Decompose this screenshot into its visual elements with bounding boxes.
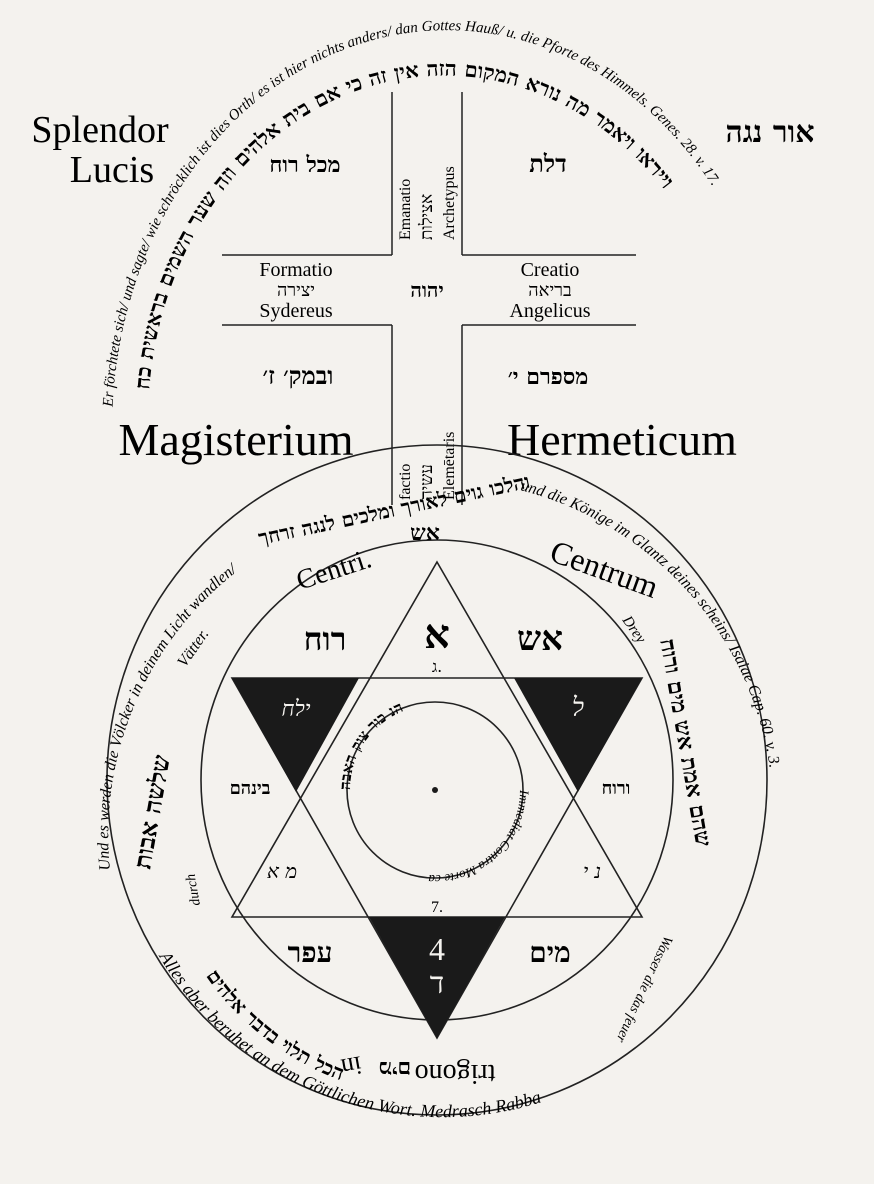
hebrew-right-ring: שהם אמת אש מים ורוח — [654, 637, 716, 849]
shelosha-avot: שלשה אבות — [127, 753, 176, 871]
hex-esh: אש — [517, 619, 563, 659]
factio-text: factio — [397, 464, 414, 500]
ring-german-left: Und es werden die Völcker in deinem Lich… — [95, 560, 241, 871]
atzilut-text: אצילות — [417, 194, 436, 240]
asiyah-text: עשיה — [417, 464, 436, 500]
quadrant-bottom-right: מספרם י׳ — [508, 364, 589, 390]
ring-hebrew-left: והלכו גוים לאורך ומלכים לנגה זרחך — [256, 469, 532, 550]
dark-bottom-dalet: ד — [430, 966, 444, 1001]
yetzirah-text: יצירה — [277, 280, 315, 300]
center-dot — [432, 787, 438, 793]
drey-label: Drey — [618, 612, 649, 646]
tetragrammaton-center: יהוה — [410, 278, 443, 302]
formatio-block: Formatio יצירה Sydereus — [259, 259, 333, 322]
lucis-text: Lucis — [70, 149, 154, 191]
hex-afar: עפר — [288, 936, 333, 969]
emanatio-text: Emanatio — [397, 179, 414, 240]
cross-bottom-text: factio עשיה Elemētaris — [397, 432, 458, 500]
splendor-lucis-label: Splendor Lucis — [31, 109, 169, 191]
quadrant-top-right: דלת — [529, 149, 566, 178]
hex-mayim: מים — [529, 936, 570, 969]
dark-bottom-four: 4 — [429, 931, 445, 967]
center-circle — [346, 701, 524, 879]
dark-triangle-left — [232, 678, 359, 792]
hex-beinehem: בינהם — [230, 778, 271, 799]
ring-german-left-path: Und es werden die Völcker in deinem Lich… — [95, 560, 241, 871]
beriah-text: בריאה — [528, 280, 571, 300]
outer-circle — [106, 444, 768, 1116]
angelicus-text: Angelicus — [509, 300, 590, 322]
hex-veruach: ורוח — [602, 778, 631, 799]
center-hebrew-path: הנ כור צוק האבה — [336, 698, 406, 790]
esh-label: אש — [410, 520, 440, 546]
inner-right-glyph: נ י — [583, 859, 601, 883]
quadrant-bottom-left: ובמק׳ ז׳ — [263, 361, 334, 390]
formatio-text: Formatio — [259, 259, 332, 281]
hermeticum-heading: Hermeticum — [507, 414, 737, 465]
archetypus-text: Archetypus — [441, 166, 458, 240]
mayim-bottom: מים — [379, 1056, 412, 1082]
center-hebrew: הנ כור צוק האבה — [336, 698, 406, 790]
elementaris-text: Elemētaris — [441, 432, 458, 500]
splendor-text: Splendor — [31, 109, 169, 151]
dark-triangle-right — [514, 678, 642, 792]
die-durch-label: durch — [184, 873, 204, 907]
hexagram — [230, 560, 644, 1040]
hex-top-small: ג. — [432, 657, 442, 676]
hex-ruach: רוח — [304, 620, 347, 658]
hex-bottom-small: 7. — [431, 899, 443, 916]
hex-top-aleph: א — [424, 611, 450, 658]
creatio-text: Creatio — [521, 259, 580, 281]
trigono-label: trigono — [415, 1058, 496, 1089]
dark-right-glyph: ל — [572, 693, 584, 723]
hexagram-down-triangle — [230, 677, 644, 1040]
dark-left-glyph: ילח — [281, 697, 310, 722]
cross — [222, 92, 636, 505]
creatio-block: Creatio בריאה Angelicus — [509, 259, 590, 322]
cross-top-text: Emanatio אצילות Archetypus — [397, 166, 458, 240]
wasser-label: Wasser die das feuer — [612, 933, 675, 1045]
in-label: in — [339, 1050, 364, 1082]
quadrant-top-left: מכל רוח — [269, 152, 340, 178]
centri-label: Centri. — [293, 543, 376, 596]
dark-triangle-bottom — [369, 917, 505, 1038]
sydereus-text: Sydereus — [259, 300, 333, 322]
or-nogah-hebrew: אור נגה — [725, 115, 814, 150]
magisterium-heading: Magisterium — [118, 414, 353, 465]
inner-left-glyph: מ א — [267, 859, 297, 883]
